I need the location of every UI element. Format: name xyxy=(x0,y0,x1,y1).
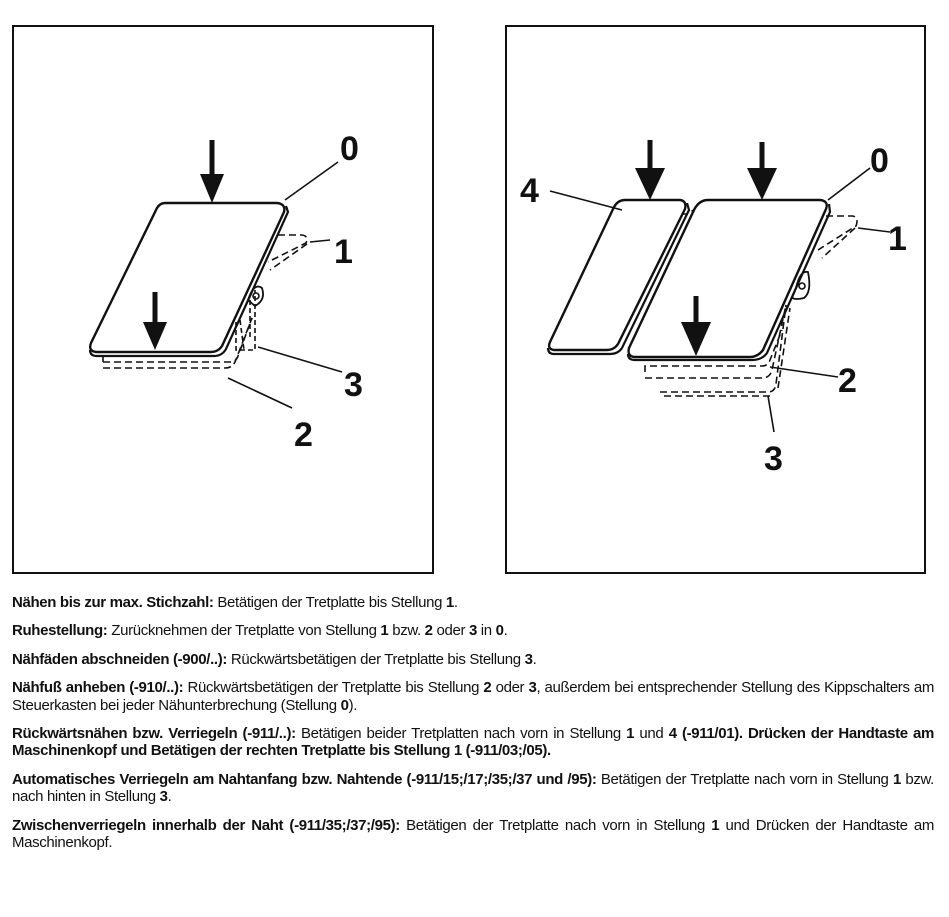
position-label-1: 1 xyxy=(888,220,907,258)
paragraph-max-stitch: Nähen bis zur max. Stichzahl: Betätigen … xyxy=(12,594,458,611)
leader-line-3 xyxy=(767,395,775,433)
position-label-2: 2 xyxy=(294,416,313,454)
leader-line-1 xyxy=(309,239,331,243)
term: Nähfäden abschneiden (-900/..): xyxy=(12,650,228,668)
pedal-position-3-dashed xyxy=(660,304,791,397)
pedal-position-3-dashed xyxy=(235,290,256,351)
right-figure-labels: 0 1 2 3 4 xyxy=(520,142,907,478)
position-label-1: 1 xyxy=(334,233,353,271)
position-label-3: 3 xyxy=(344,366,363,404)
arrow-down-icon xyxy=(747,142,777,200)
pedal-diagrams: 0 1 2 3 xyxy=(88,130,907,478)
hinge-icon xyxy=(246,285,264,308)
double-pedal-figure xyxy=(546,140,891,433)
term: Ruhestellung: xyxy=(12,622,108,640)
right-pedal-plate-edge xyxy=(626,203,832,362)
position-label-3: 3 xyxy=(764,440,783,478)
position-label-4: 4 xyxy=(520,172,539,210)
term: Nähfuß anheben (-910/..): xyxy=(12,679,184,697)
arrow-down-icon xyxy=(143,292,167,350)
leader-line-0 xyxy=(284,161,339,201)
paragraph-rest-position: Ruhestellung: Zurücknehmen der Tretplatt… xyxy=(12,622,508,640)
single-pedal-figure xyxy=(88,140,343,409)
term: Automatisches Verriegeln am Nahtanfang b… xyxy=(12,770,597,788)
instructions-text: Nähen bis zur max. Stichzahl: Betätigen … xyxy=(12,594,934,862)
position-label-0: 0 xyxy=(870,142,889,180)
arrow-down-icon xyxy=(635,140,665,200)
leader-line-2 xyxy=(769,366,839,378)
hinge-icon xyxy=(790,270,811,300)
pedal-position-1-dashed xyxy=(817,215,858,259)
leader-line-2 xyxy=(227,377,293,409)
arrow-down-icon xyxy=(681,296,711,356)
left-pedal-plate xyxy=(547,198,687,352)
leader-line-1 xyxy=(857,227,891,233)
paragraph-foot-lift: Nähfuß anheben (-910/..): Rückwärtsbetät… xyxy=(12,679,934,714)
left-pedal-plate-edge xyxy=(546,202,691,356)
right-pedal-plate xyxy=(627,198,828,359)
pedal-plate-edge xyxy=(88,205,290,358)
paragraph-auto-backtack: Automatisches Verriegeln am Nahtanfang b… xyxy=(12,770,934,806)
pedal-plate xyxy=(88,201,286,354)
paragraph-reverse-sewing: Rückwärtsnähen bzw. Verriegeln (-911/..)… xyxy=(12,725,934,760)
paragraph-intermediate-backtack: Zwischenverriegeln innerhalb der Naht (-… xyxy=(12,816,934,852)
term: Rückwärtsnähen bzw. Verriegeln (-911/..)… xyxy=(12,725,296,743)
paragraph-thread-cut: Nähfäden abschneiden (-900/..): Rückwärt… xyxy=(12,650,537,668)
term: Zwischenverriegeln innerhalb der Naht (-… xyxy=(12,816,400,834)
position-label-0: 0 xyxy=(340,130,359,168)
position-label-2: 2 xyxy=(838,362,857,400)
leader-line-4 xyxy=(549,190,623,211)
left-figure-labels: 0 1 2 3 xyxy=(294,130,363,454)
pedal-position-1-dashed xyxy=(267,234,308,271)
term: Nähen bis zur max. Stichzahl: xyxy=(12,594,214,611)
pedal-position-2-dashed xyxy=(644,304,787,379)
leader-line-3 xyxy=(257,346,343,373)
arrow-down-icon xyxy=(200,140,224,203)
leader-line-0 xyxy=(827,167,871,201)
